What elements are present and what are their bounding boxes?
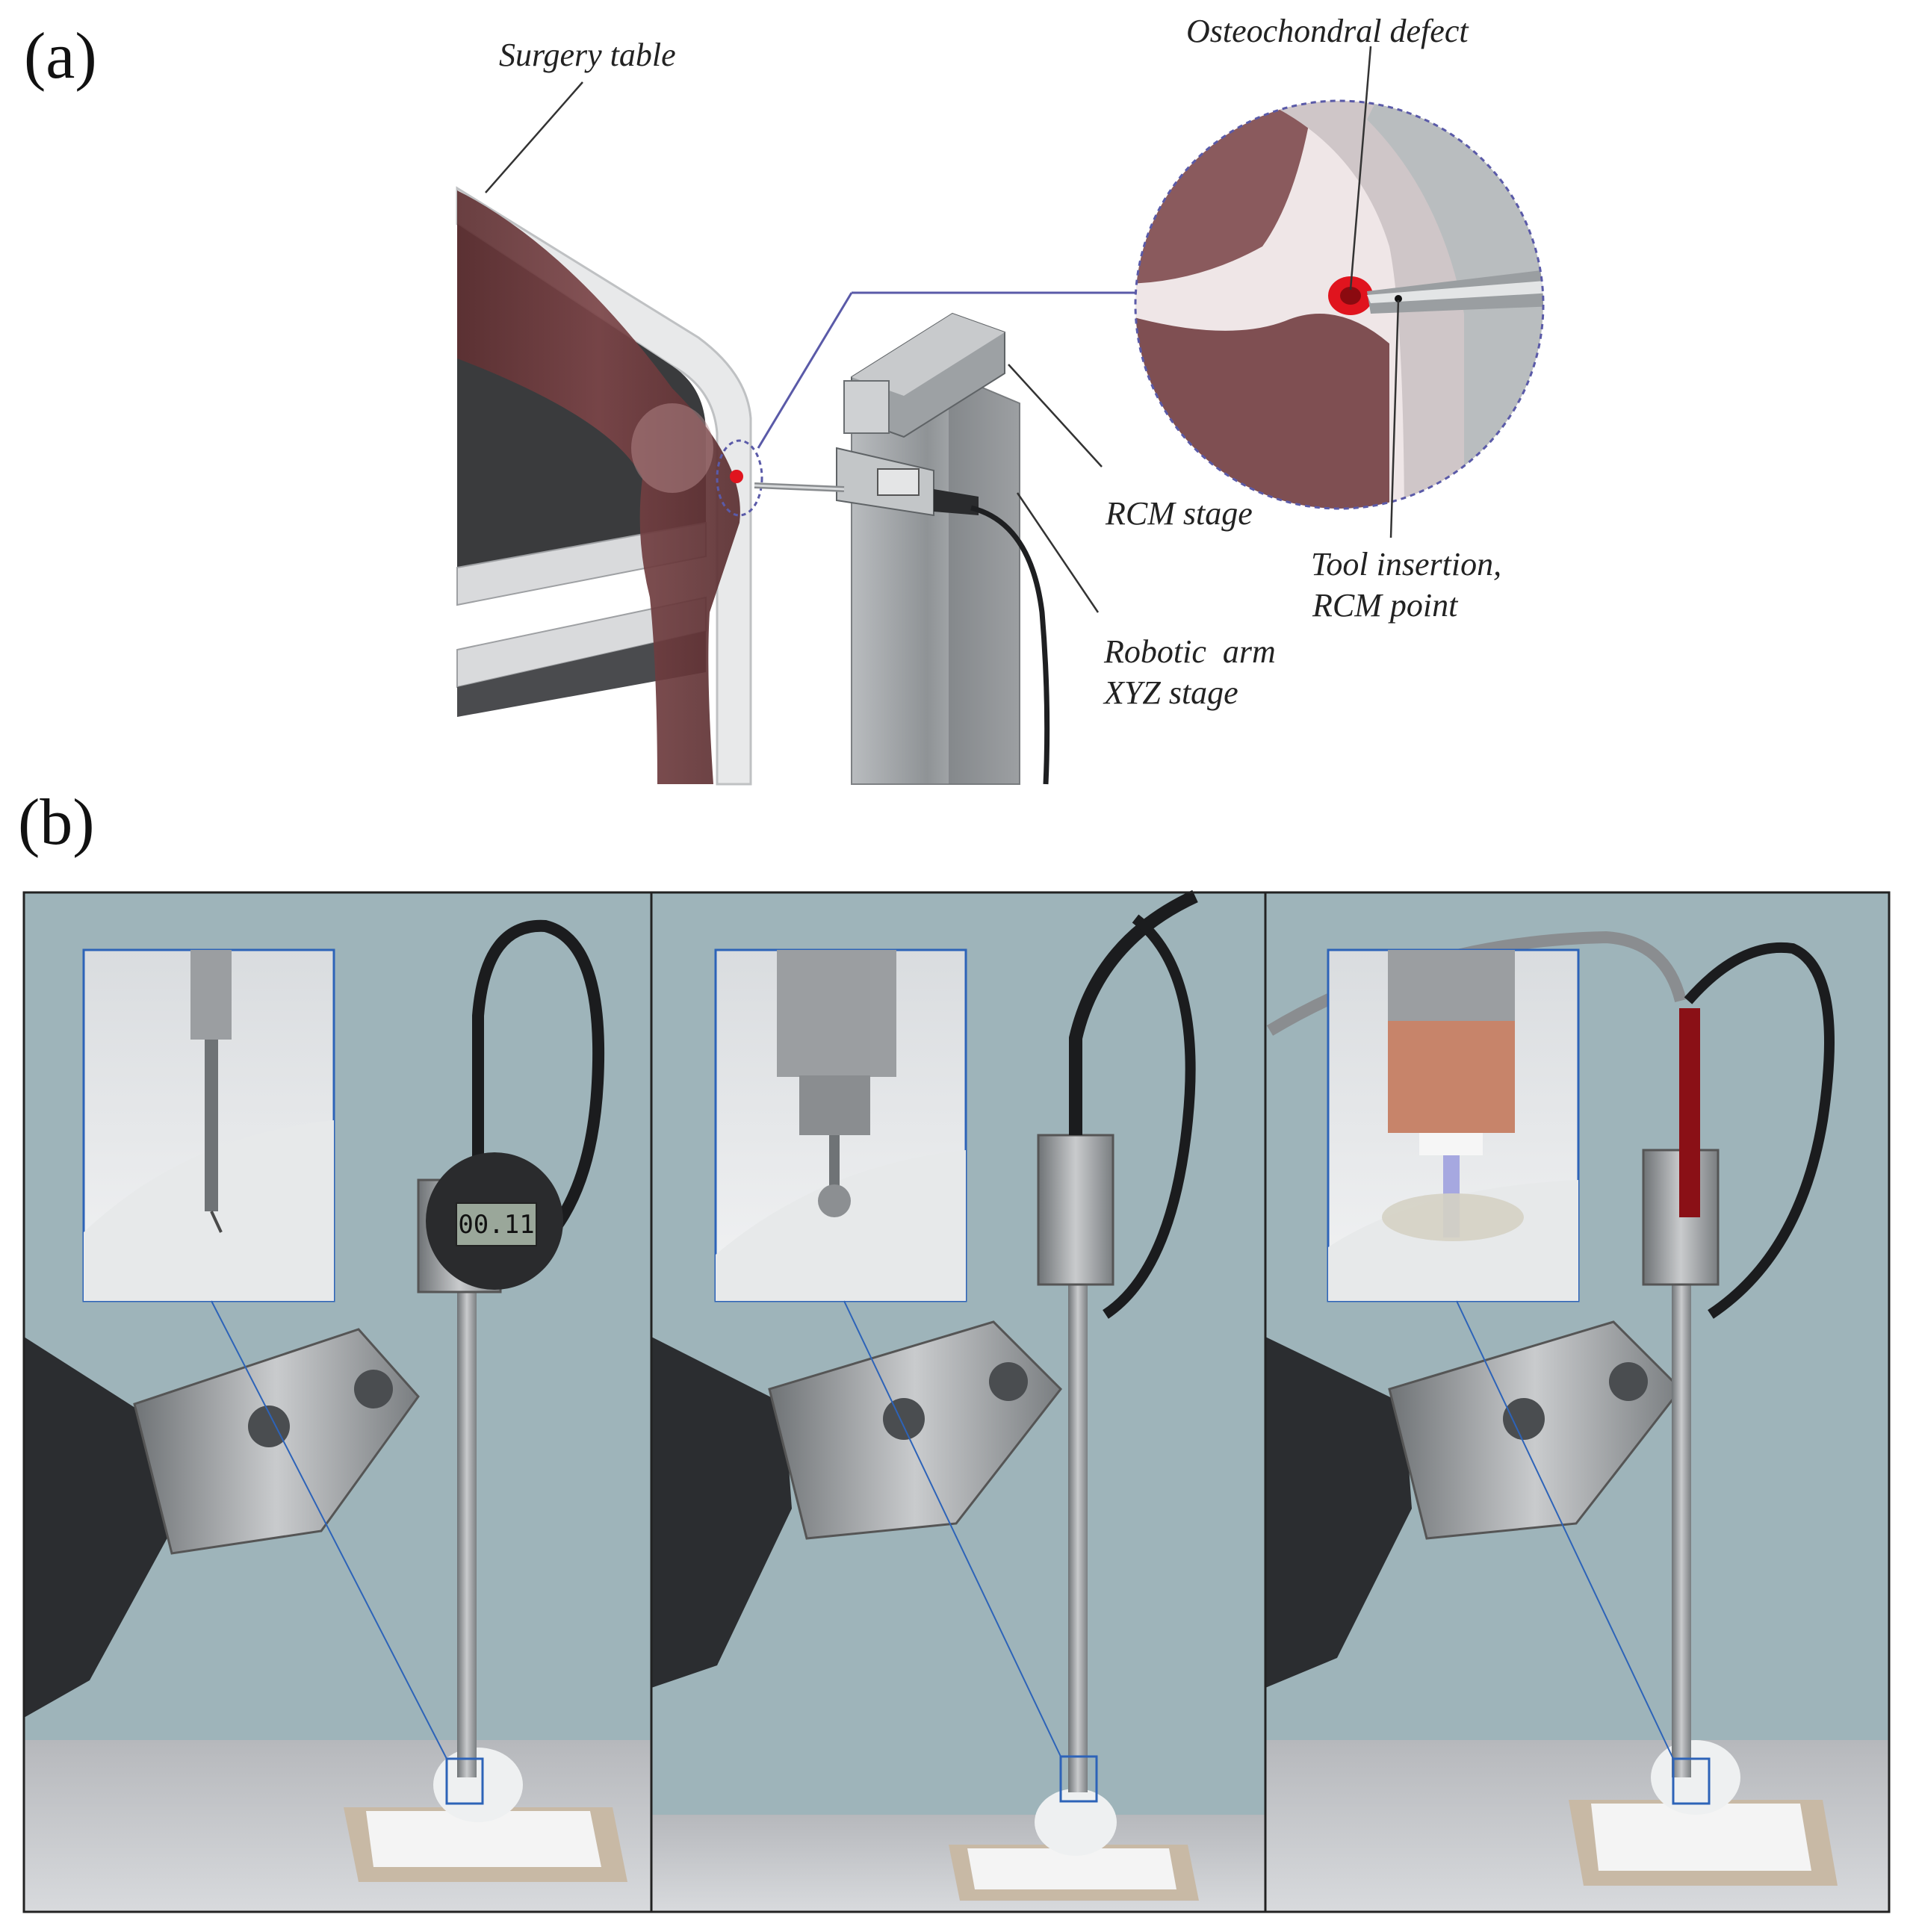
callout-rcm-stage: RCM stage — [1106, 495, 1253, 532]
callout-tool-insertion: Tool insertion, RCM point — [1311, 544, 1501, 626]
callout-osteochondral-defect: Osteochondral defect — [1186, 13, 1469, 49]
panel-a-label: (a) — [24, 20, 97, 93]
rcm-stage — [754, 312, 1005, 517]
panel-b-frame — [22, 891, 1891, 1913]
panel-b-label: (b) — [18, 786, 95, 859]
knee-model — [457, 190, 763, 784]
magnifier-leader-lines — [757, 291, 1165, 449]
callout-surgery-table: Surgery table — [499, 37, 676, 73]
magnified-detail — [1134, 99, 1545, 510]
dial-indicator-readout: 00.11 — [456, 1202, 537, 1246]
panel-a-illustration — [456, 46, 1545, 786]
callout-robotic-arm: Robotic arm XYZ stage — [1104, 631, 1276, 713]
robotic-arm-xyz-stage — [851, 372, 1020, 785]
photo-3-hydrogel-deposition — [1265, 892, 1889, 1912]
callout-tool-insertion-line2: RCM point — [1312, 587, 1458, 624]
instrument-cable — [970, 505, 1050, 785]
callout-leaders — [485, 46, 1400, 613]
callout-tool-insertion-line1: Tool insertion, — [1311, 546, 1502, 583]
photo-1-probe-measurement — [24, 892, 651, 1912]
callout-robotic-arm-line2: XYZ stage — [1104, 674, 1238, 711]
photo-2-ball-end-tool — [651, 889, 1265, 1912]
callout-robotic-arm-line1: Robotic arm — [1104, 633, 1276, 670]
